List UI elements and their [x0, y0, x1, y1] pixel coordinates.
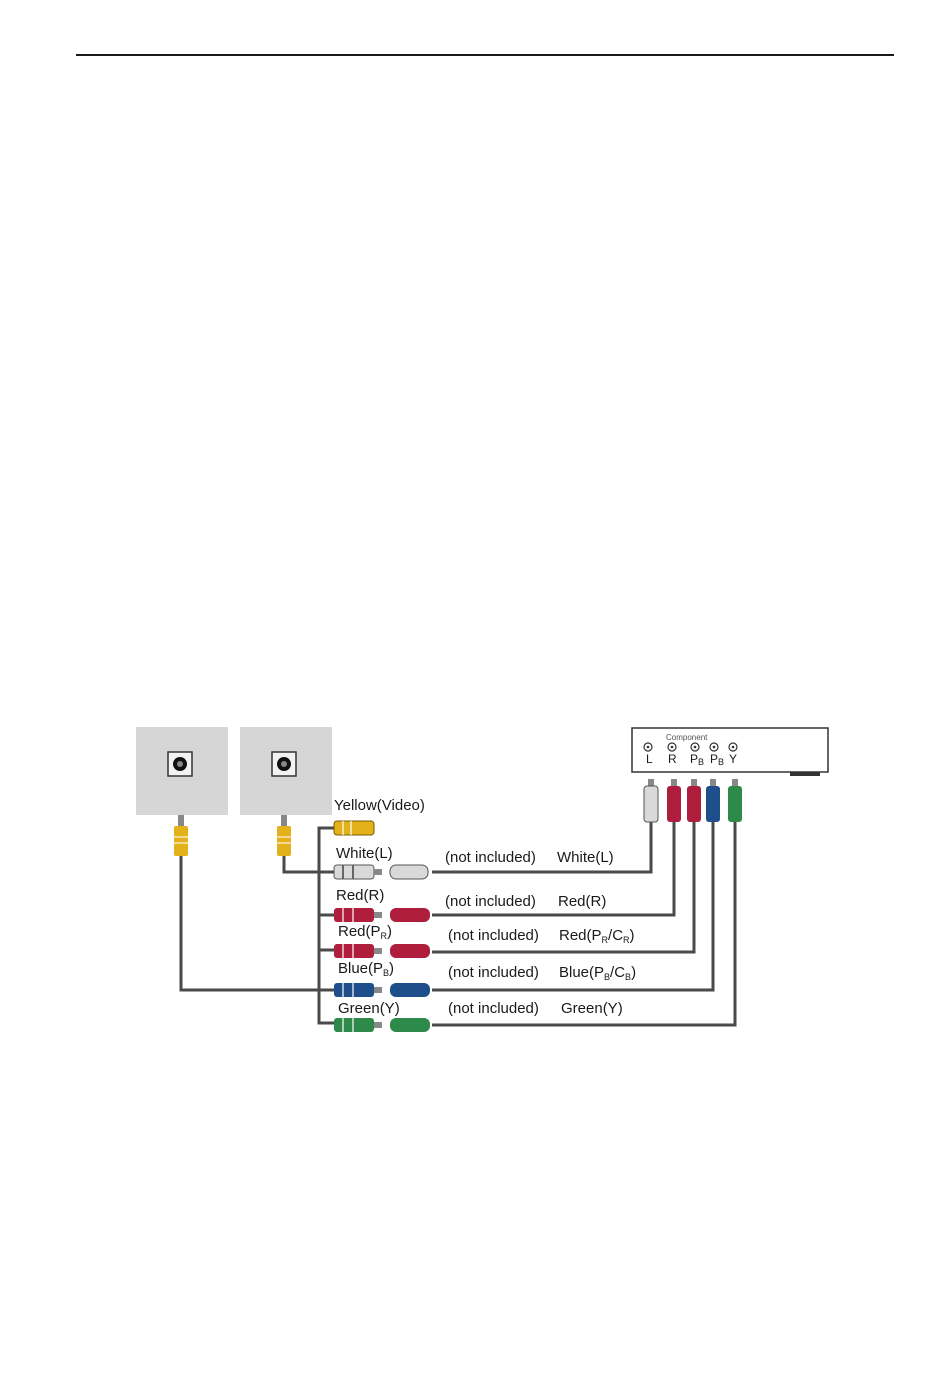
label-blue-pb: Blue(PB) — [338, 960, 394, 978]
red-pr-plug — [334, 944, 430, 958]
right-label-white: White(L) — [557, 849, 614, 866]
device-plug-green — [728, 779, 742, 822]
port-label-r: R — [668, 752, 677, 766]
not-included-4: (not included) — [448, 964, 539, 981]
right-label-red-pr-cr: Red(PR/CR) — [559, 927, 635, 945]
label-white-l: White(L) — [336, 845, 393, 862]
device-plug-red-pr — [687, 779, 701, 822]
not-included-5: (not included) — [448, 1000, 539, 1017]
white-l-plug — [334, 865, 428, 879]
label-red-r: Red(R) — [336, 887, 384, 904]
not-included-1: (not included) — [445, 849, 536, 866]
yellow-video-plug — [334, 821, 374, 835]
wall-plate-right — [240, 727, 332, 815]
not-included-3: (not included) — [448, 927, 539, 944]
device-plug-red-r — [667, 779, 681, 822]
not-included-2: (not included) — [445, 893, 536, 910]
red-r-plug — [334, 908, 430, 922]
component-panel-title: Component — [666, 733, 708, 742]
yellow-plug-left — [174, 815, 188, 856]
right-label-red: Red(R) — [558, 893, 606, 910]
label-red-pr: Red(PR) — [338, 923, 392, 941]
port-label-l: L — [646, 752, 653, 766]
port-label-y: Y — [729, 752, 737, 766]
blue-pb-plug — [334, 983, 430, 997]
device-plug-white — [644, 779, 658, 822]
label-green-y: Green(Y) — [338, 1000, 400, 1017]
green-y-plug — [334, 1018, 430, 1032]
right-label-green: Green(Y) — [561, 1000, 623, 1017]
label-yellow-video: Yellow(Video) — [334, 797, 425, 814]
yellow-plug-right — [277, 815, 291, 856]
right-label-blue-pb-cb: Blue(PB/CB) — [559, 964, 636, 982]
device-plug-blue — [706, 779, 720, 822]
wall-plate-left — [136, 727, 228, 815]
